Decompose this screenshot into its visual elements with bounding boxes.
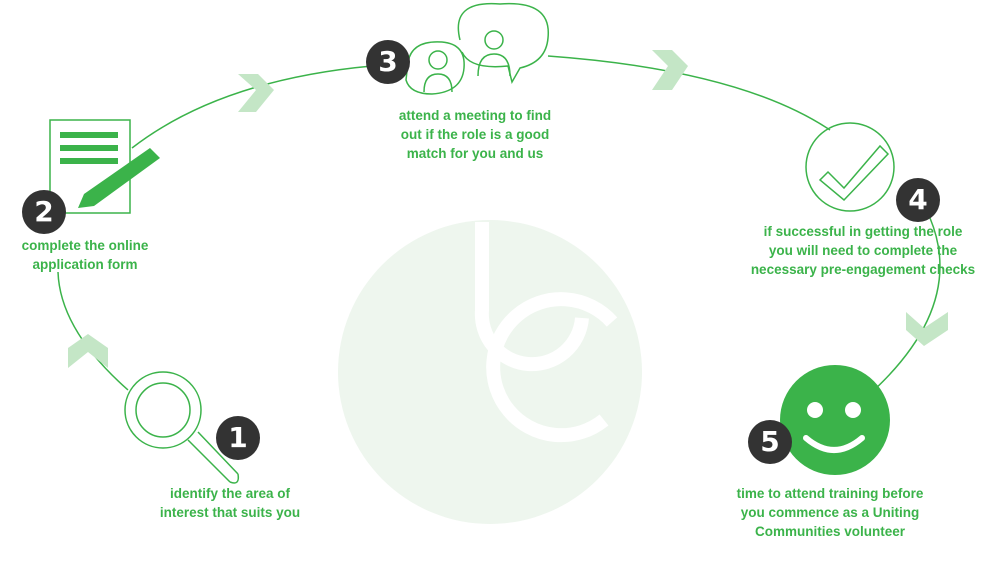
- step-2-caption-line: application form: [32, 257, 138, 272]
- smiley-face-icon: [780, 365, 890, 475]
- step-1-caption-line: identify the area of: [169, 486, 291, 501]
- step-1-caption: identify the area of interest that suits…: [120, 484, 340, 522]
- step-3-caption-line: attend a meeting to find: [398, 108, 552, 123]
- meeting-people-icon: [405, 2, 549, 95]
- step-4-caption: if successful in getting the role you wi…: [726, 222, 1000, 279]
- step-5-caption: time to attend training before you comme…: [700, 484, 960, 541]
- magnifier-icon: [124, 371, 240, 484]
- step-3-caption-line: out if the role is a good: [400, 127, 550, 142]
- step-3-caption: attend a meeting to find out if the role…: [360, 106, 590, 163]
- step-1-number-badge: 1: [216, 416, 260, 460]
- chevron-arrow-icon: [68, 50, 948, 368]
- step-5-caption-line: Communities volunteer: [754, 524, 906, 539]
- step-2-number-badge: 2: [22, 190, 66, 234]
- uniting-communities-logo-icon: [338, 220, 642, 524]
- application-form-icon: [49, 119, 160, 214]
- step-3-caption-line: match for you and us: [406, 146, 544, 161]
- step-3-number-badge: 3: [366, 40, 410, 84]
- step-4-caption-line: you will need to complete the: [768, 243, 958, 258]
- cycle-path: [57, 55, 941, 393]
- step-4-caption-line: necessary pre-engagement checks: [750, 262, 976, 277]
- step-2-caption-line: complete the online: [21, 238, 149, 253]
- step-5-caption-line: you commence as a Uniting: [740, 505, 920, 520]
- checkmark-icon: [805, 122, 895, 212]
- step-5-caption-line: time to attend training before: [736, 486, 924, 501]
- step-4-number-badge: 4: [896, 178, 940, 222]
- step-2-caption: complete the online application form: [0, 236, 170, 274]
- step-5-number-badge: 5: [748, 420, 792, 464]
- step-4-caption-line: if successful in getting the role: [763, 224, 963, 239]
- step-1-caption-line: interest that suits you: [159, 505, 301, 520]
